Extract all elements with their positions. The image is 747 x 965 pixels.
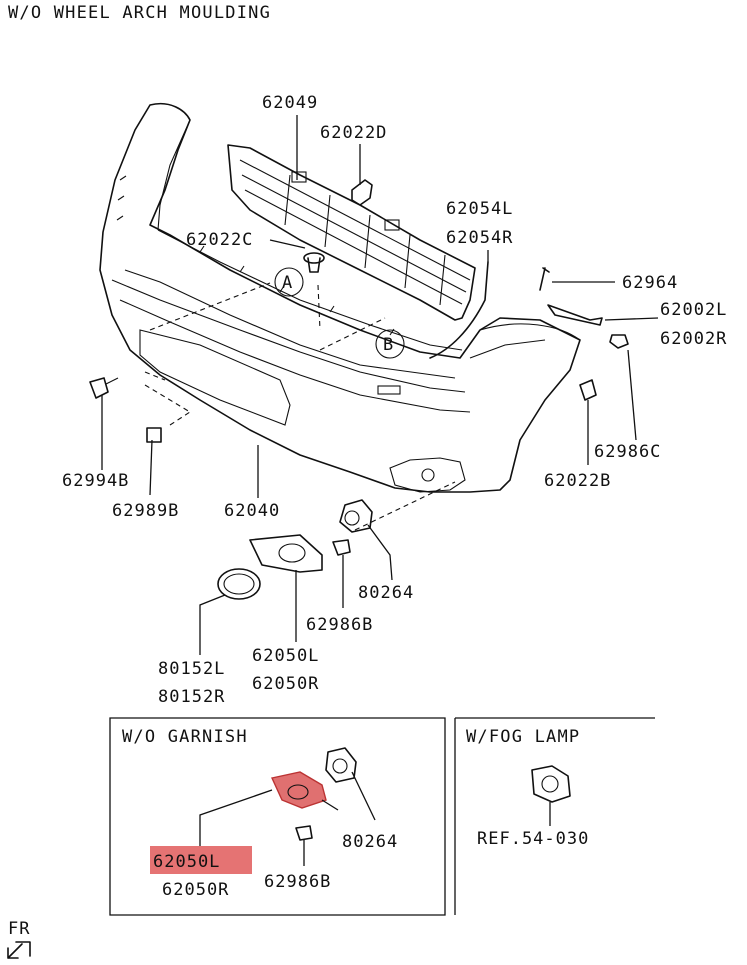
inset-label-80264: 80264 — [342, 832, 398, 852]
inset-without-garnish: W/O GARNISH 62050L 62050R 80264 62986B — [109, 717, 446, 916]
leader-lines — [101, 115, 659, 655]
screw-62986c-drawing — [609, 334, 629, 349]
pin-62964-drawing — [539, 267, 550, 291]
inset-label-62986b: 62986B — [264, 872, 331, 892]
inset-label-62050r: 62050R — [162, 880, 229, 900]
bracket-62002-drawing — [547, 304, 603, 326]
label-62002l: 62002L — [660, 300, 727, 320]
callout-a: A — [274, 267, 304, 297]
cover-80152-drawing — [217, 568, 261, 600]
label-62054r: 62054R — [446, 228, 513, 248]
inset-garnish-title: W/O GARNISH — [122, 727, 248, 747]
diagram-title: W/O WHEEL ARCH MOULDING — [8, 3, 271, 23]
label-62964: 62964 — [622, 273, 678, 293]
callout-a-label: A — [282, 273, 293, 293]
callout-b-label: B — [383, 335, 394, 355]
strip-62054-drawing — [429, 261, 489, 359]
inset-fog-ref: REF.54-030 — [477, 829, 589, 849]
garnish-62050-drawing — [249, 534, 323, 573]
label-80152l: 80152L — [158, 659, 225, 679]
label-62040: 62040 — [224, 501, 280, 521]
label-62002r: 62002R — [660, 329, 727, 349]
label-62049: 62049 — [262, 93, 318, 113]
label-62986b: 62986B — [306, 615, 373, 635]
front-direction-indicator: FR — [7, 919, 31, 959]
label-62986c: 62986C — [594, 442, 661, 462]
dashed-lines — [144, 282, 456, 531]
highlight-box — [150, 846, 252, 874]
label-62050r: 62050R — [252, 674, 319, 694]
label-62989b: 62989B — [112, 501, 179, 521]
label-62022c: 62022C — [186, 230, 253, 250]
foglamp-80264-drawing — [339, 499, 373, 533]
callout-b: B — [375, 329, 405, 359]
nut-62989b-drawing — [146, 427, 162, 443]
bumper-cover-drawing — [99, 102, 581, 493]
bolt-62994b-drawing — [89, 377, 119, 399]
grille-drawing — [227, 144, 476, 321]
inset-label-62050l: 62050L — [153, 852, 220, 872]
clip-62022b-drawing — [579, 379, 597, 401]
label-80264: 80264 — [358, 583, 414, 603]
label-62050l: 62050L — [252, 646, 319, 666]
inset-with-fog-lamp: W/FOG LAMP REF.54-030 — [454, 717, 655, 915]
label-62022b: 62022B — [544, 471, 611, 491]
front-arrow-icon — [7, 941, 31, 959]
clip-62022c-drawing — [303, 252, 325, 273]
label-80152r: 80152R — [158, 687, 225, 707]
clip-62022d-drawing — [351, 179, 373, 206]
front-direction-label: FR — [8, 919, 30, 939]
screw-62986b-drawing — [332, 539, 351, 556]
label-62054l: 62054L — [446, 199, 513, 219]
garnish-62050-highlighted — [271, 771, 327, 809]
inset-fog-title: W/FOG LAMP — [466, 727, 580, 747]
label-62022d: 62022D — [320, 123, 387, 143]
label-62994b: 62994B — [62, 471, 129, 491]
